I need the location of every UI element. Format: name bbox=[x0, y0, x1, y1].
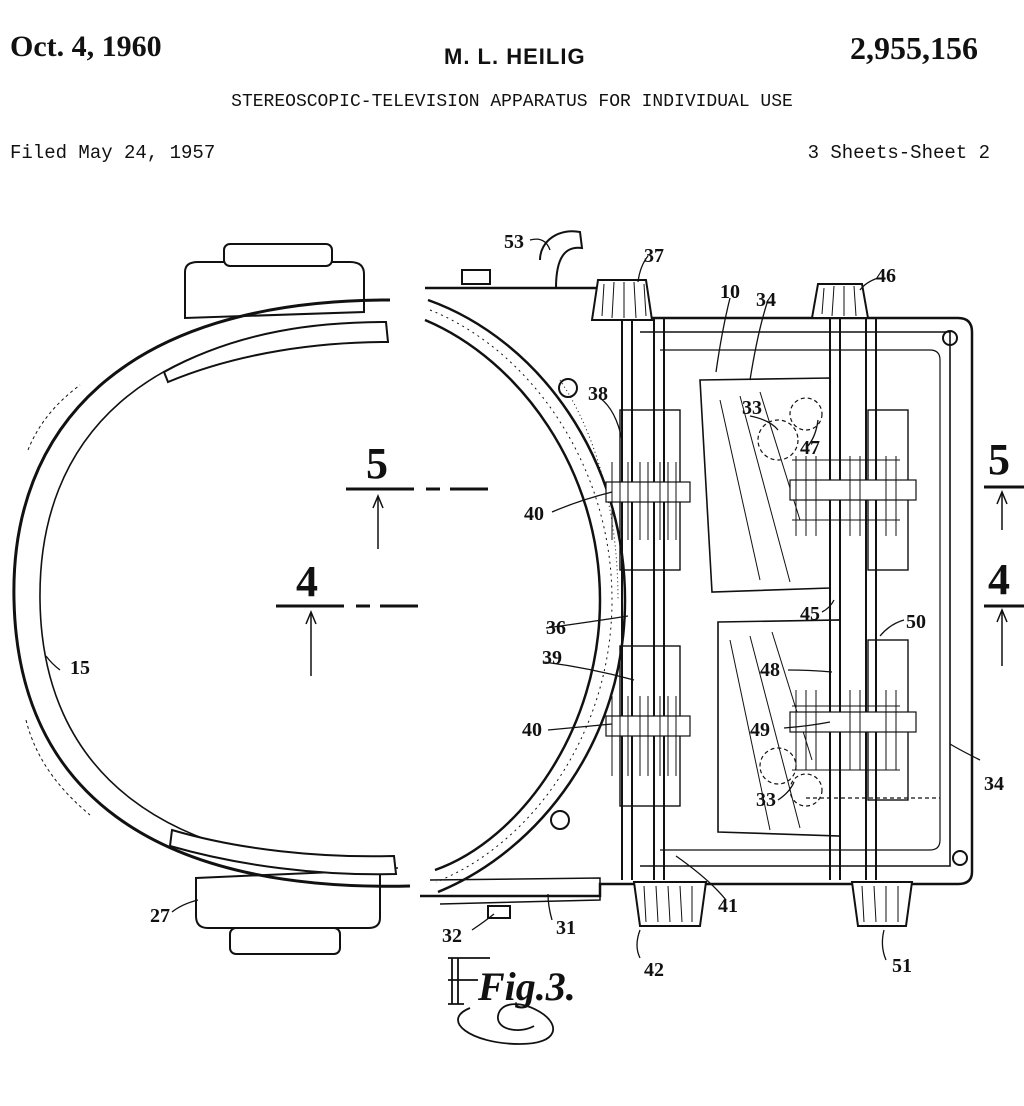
ref-label: 40 bbox=[524, 503, 544, 525]
ref-label: 46 bbox=[876, 265, 896, 287]
ref-label: 34 bbox=[756, 289, 776, 311]
ref-label: 32 bbox=[442, 925, 462, 947]
knob-37 bbox=[590, 279, 654, 321]
ref-label: 51 bbox=[892, 955, 912, 977]
patent-number: 2,955,156 bbox=[850, 30, 978, 66]
ref-label: 47 bbox=[800, 437, 820, 459]
ref-label: 41 bbox=[718, 895, 738, 917]
section-line-4-right bbox=[984, 604, 1024, 666]
section-mark-5-right: 5 bbox=[988, 435, 1010, 484]
housing-10 bbox=[420, 230, 974, 919]
knob-42 bbox=[632, 881, 708, 927]
section-line-5-left bbox=[346, 487, 488, 549]
ref-label: 34 bbox=[984, 773, 1004, 795]
ref-label: 49 bbox=[750, 719, 770, 741]
ref-label: 15 bbox=[70, 657, 90, 679]
inventor-name: M. L. HEILIG bbox=[444, 44, 586, 69]
leader-lines bbox=[45, 238, 981, 961]
ref-label: 10 bbox=[720, 281, 740, 303]
ref-label: 42 bbox=[644, 959, 664, 981]
hidden-eyepieces-33 bbox=[757, 397, 940, 807]
ref-label: 40 bbox=[522, 719, 542, 741]
patent-title: STEREOSCOPIC-TELEVISION APPARATUS FOR IN… bbox=[231, 92, 793, 112]
filing-date: Filed May 24, 1957 bbox=[10, 142, 216, 164]
ref-label: 53 bbox=[504, 231, 524, 253]
lower-ear-cup bbox=[195, 868, 381, 955]
ref-label: 27 bbox=[150, 905, 170, 927]
knob-51 bbox=[850, 881, 914, 927]
figure-caption-scroll bbox=[448, 957, 555, 1045]
sheet-count: 3 Sheets-Sheet 2 bbox=[807, 142, 990, 164]
ref-label: 36 bbox=[546, 617, 566, 639]
section-line-5-right bbox=[984, 485, 1024, 530]
ref-label: 48 bbox=[760, 659, 780, 681]
ref-label: 39 bbox=[542, 647, 562, 669]
face-mask-padding bbox=[424, 298, 627, 894]
ref-label: 38 bbox=[588, 383, 608, 405]
headband-15 bbox=[12, 298, 411, 888]
section-mark-4-right: 4 bbox=[988, 555, 1010, 604]
ref-label: 45 bbox=[800, 603, 820, 625]
upper-ear-cup bbox=[184, 243, 365, 320]
patent-date: Oct. 4, 1960 bbox=[10, 30, 162, 63]
ref-label: 31 bbox=[556, 917, 576, 939]
figure-caption: Fig.3. bbox=[477, 964, 576, 1009]
knob-46 bbox=[810, 283, 870, 319]
section-mark-4-left: 4 bbox=[296, 557, 318, 606]
adjustment-rods bbox=[621, 318, 877, 880]
gear-racks bbox=[605, 456, 917, 776]
ref-label: 33 bbox=[756, 789, 776, 811]
section-mark-5-left: 5 bbox=[366, 439, 388, 488]
ref-label: 37 bbox=[644, 245, 664, 267]
ref-label: 50 bbox=[906, 611, 926, 633]
section-line-4-left bbox=[276, 604, 418, 676]
ref-label: 33 bbox=[742, 397, 762, 419]
